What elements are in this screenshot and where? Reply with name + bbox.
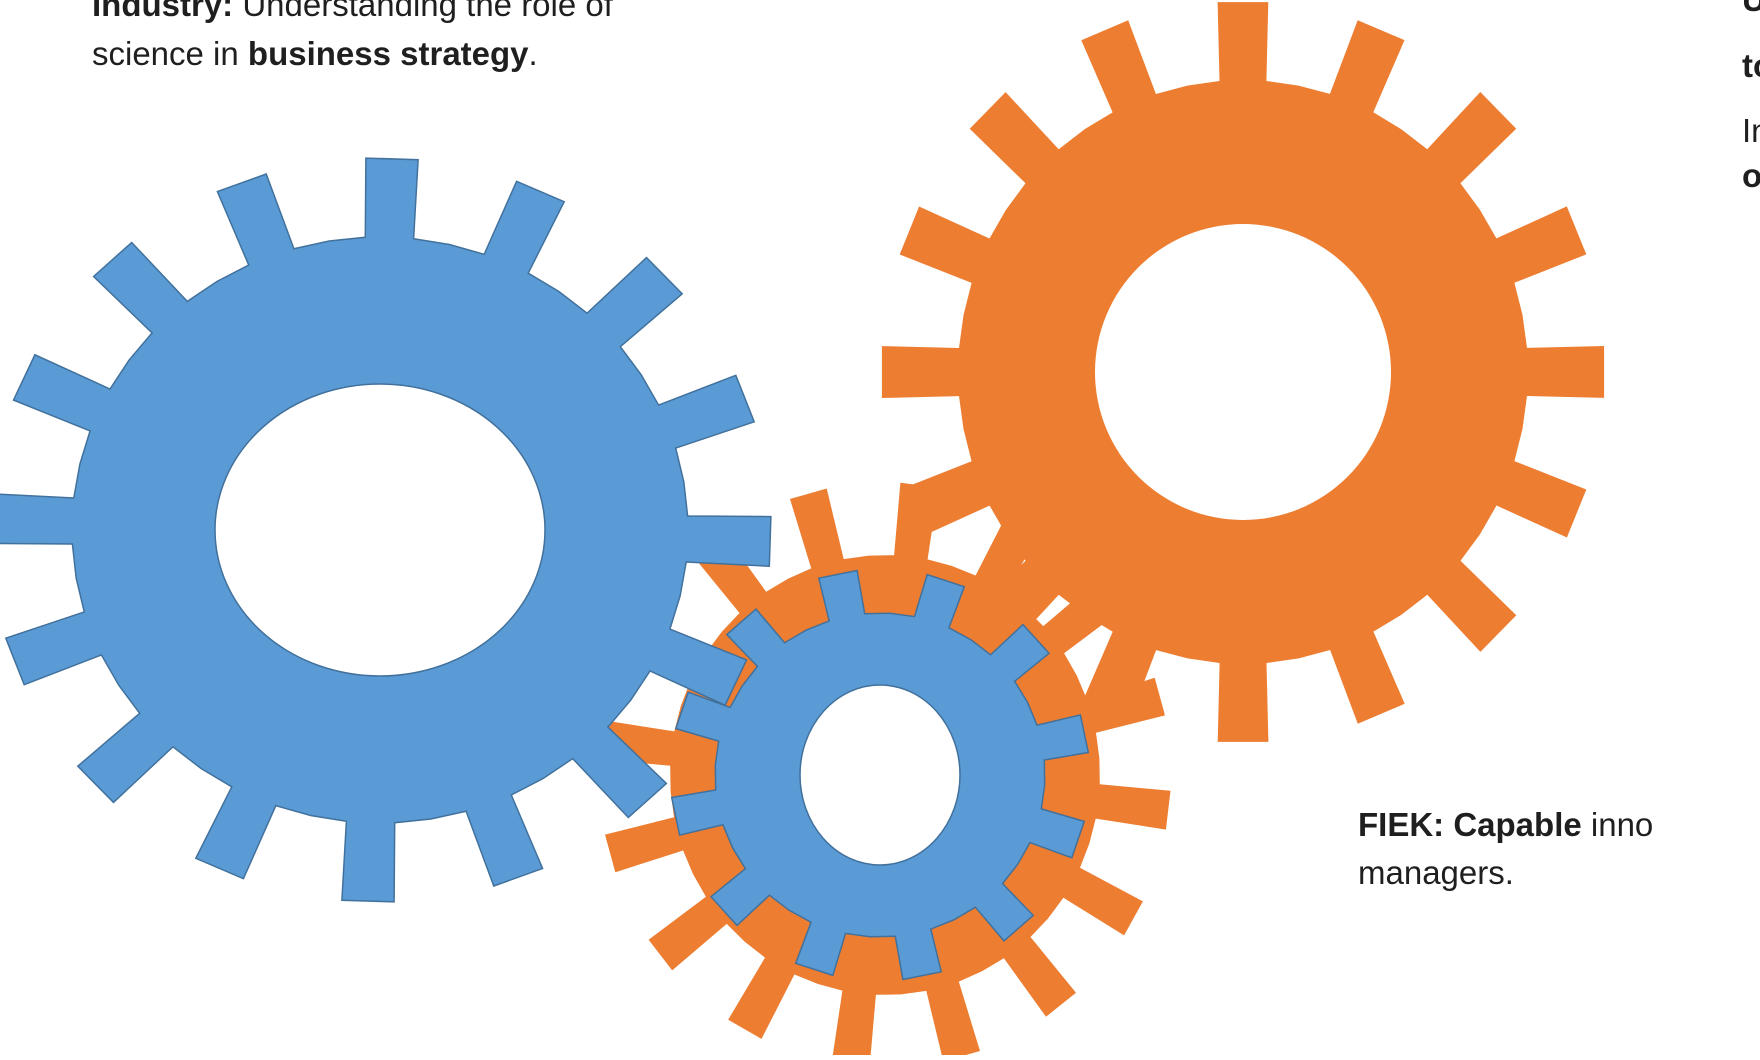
blue-gear-small-hole (799, 684, 961, 866)
blue-gear-small (670, 569, 1090, 981)
top-right-label-line4: o (1742, 157, 1760, 194)
orange-gear-large (881, 2, 1605, 742)
top-right-label-line2: to (1742, 47, 1760, 84)
top-right-label-line1: U (1742, 0, 1760, 22)
industry-label-line1: Industry: Understanding the role of (92, 0, 613, 23)
blue-gear-large-hole (214, 383, 546, 677)
blue-gear-large (0, 157, 772, 903)
top-right-label-line3: In (1742, 112, 1760, 149)
orange-gear-large-hole (1095, 224, 1391, 520)
industry-label-line2: science in business strategy. (92, 35, 538, 72)
fiek-label-line2: managers. (1358, 854, 1514, 891)
fiek-label-line1: FIEK: Capable inno (1358, 806, 1654, 843)
